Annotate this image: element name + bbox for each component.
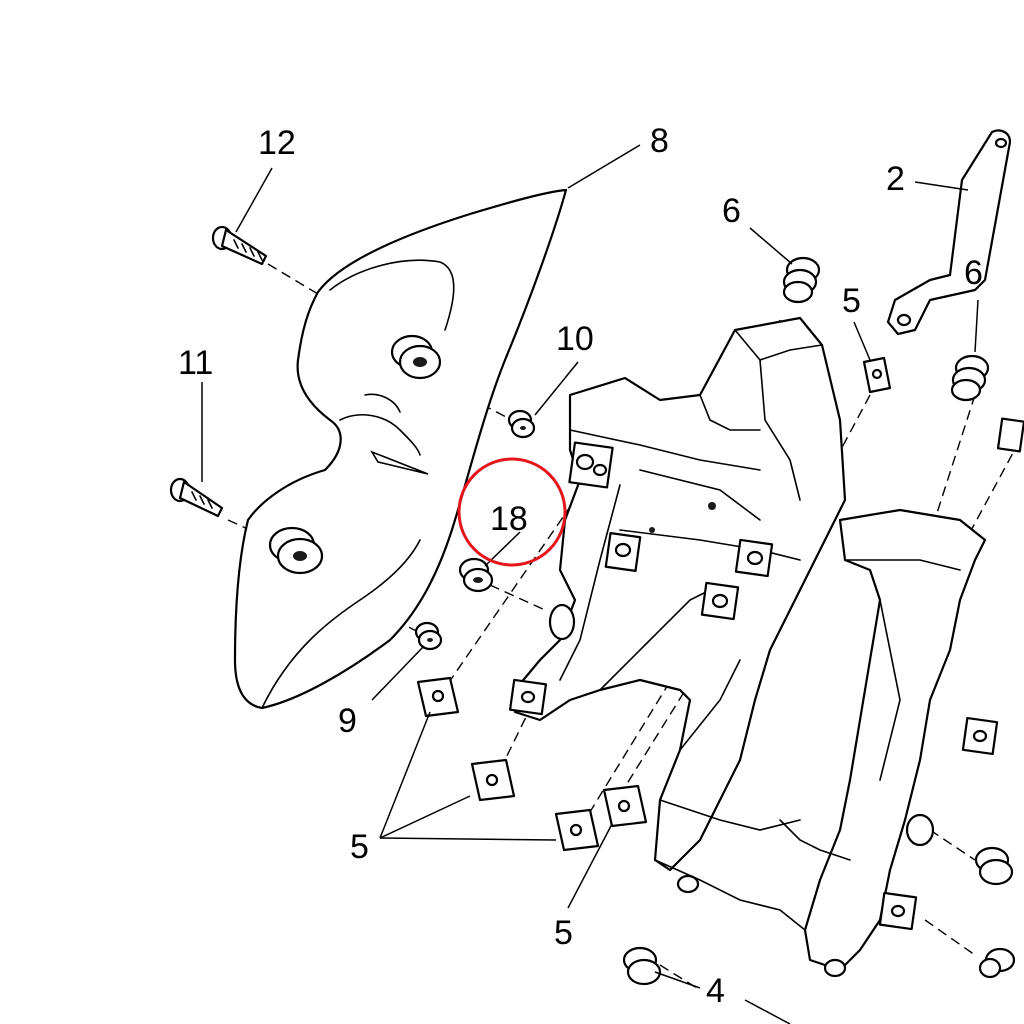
highlight-circle	[457, 457, 567, 567]
grommet-part-6-d[interactable]	[622, 946, 662, 986]
clip-nut-part-5-b[interactable]	[470, 758, 516, 802]
clip-nut-part-5-a[interactable]	[416, 676, 460, 718]
leader-lines	[201, 144, 979, 1024]
callout-12: 12	[258, 124, 296, 162]
clip-nut-part-5-c[interactable]	[554, 808, 600, 852]
grommet-part-6-c[interactable]	[974, 846, 1014, 886]
callout-8: 8	[650, 122, 669, 160]
collar-part[interactable]	[978, 947, 1016, 979]
screw-part-12[interactable]	[211, 225, 268, 266]
screw-part-11[interactable]	[169, 477, 224, 518]
callout-6-left: 6	[722, 192, 741, 230]
callout-9: 9	[338, 702, 357, 740]
callout-2: 2	[886, 160, 905, 198]
callout-6-right: 6	[964, 254, 983, 292]
main-bracket[interactable]	[508, 316, 847, 872]
callouts: 2 4 5 5 5 6 6 8 9 10 11 12 18	[178, 122, 983, 1010]
clip-nut-part-5-top[interactable]	[862, 356, 892, 394]
cover-boss-lower	[268, 526, 324, 575]
cover-boss-upper	[390, 334, 442, 380]
side-cover-part-8[interactable]	[233, 188, 568, 710]
callout-10: 10	[556, 320, 594, 358]
damper-part-18[interactable]	[458, 557, 494, 593]
callout-5-bottom: 5	[554, 914, 573, 952]
callout-5-top: 5	[842, 282, 861, 320]
callout-4: 4	[706, 972, 725, 1010]
grommet-part-6-b[interactable]	[950, 354, 990, 402]
grommet-part-6-a[interactable]	[782, 256, 821, 304]
callout-11: 11	[178, 344, 213, 382]
stay-rod-part-2[interactable]	[886, 129, 1012, 336]
callout-5-left: 5	[350, 828, 369, 866]
grommet-part-9[interactable]	[414, 621, 443, 651]
callout-18: 18	[490, 500, 528, 538]
clip-nut-part-5-d[interactable]	[602, 784, 648, 828]
right-housing[interactable]	[654, 417, 1024, 978]
grommet-part-10[interactable]	[507, 409, 536, 439]
